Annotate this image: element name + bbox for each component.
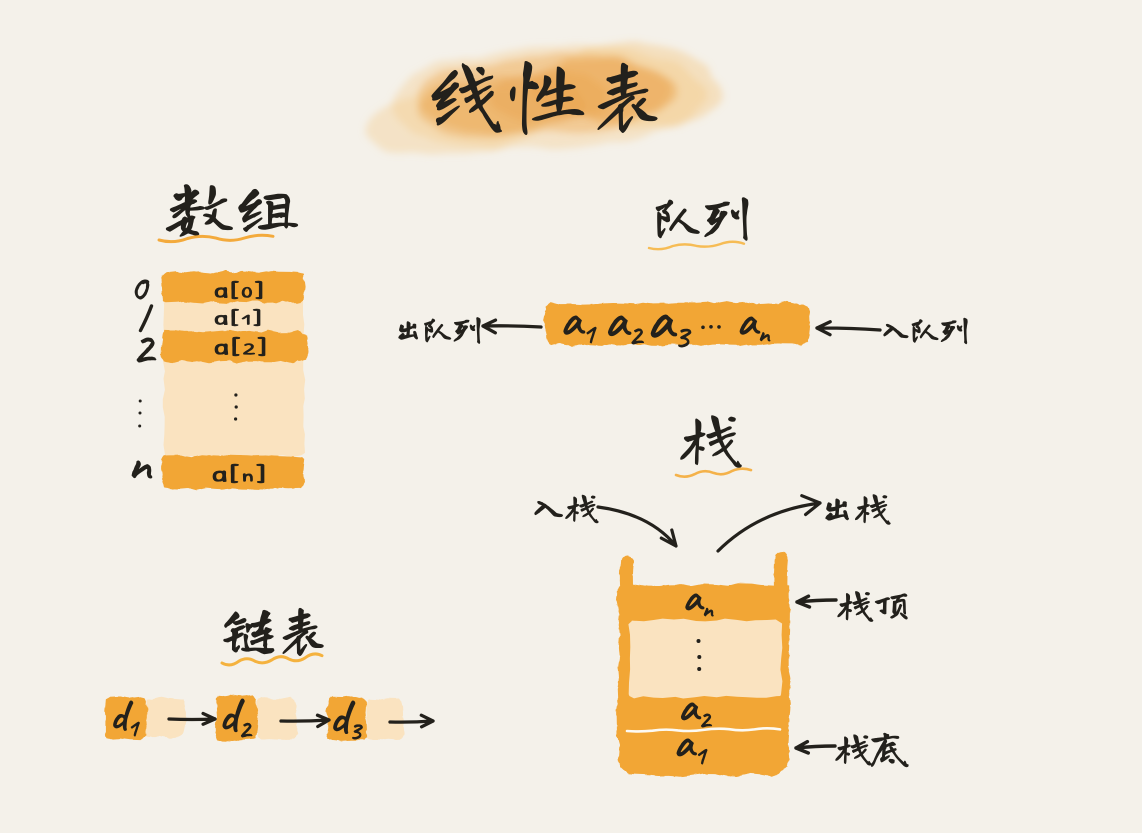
dequeue-arrow [481,318,543,335]
array-index-dots [138,399,142,428]
stack-divider-line [625,727,782,733]
stack-bottom-arrow [794,739,837,755]
list-node-1-pointer [144,696,186,738]
stack-top-arrow [795,594,838,609]
list-label-underline [220,652,324,667]
array-dots [234,393,238,421]
queue-bar [543,301,811,347]
stack-section [534,415,909,777]
stack-inner-light [628,618,783,699]
enqueue-arrow [815,320,882,337]
queue-item-dots [701,325,721,330]
array-row-2 [160,329,309,364]
list-node-3-pointer [364,698,405,741]
list-arrow-3 [388,713,435,729]
push-arrow [596,505,678,548]
array-label-underline [157,233,275,244]
list-section [104,607,435,741]
queue-section [398,197,968,348]
list-arrow-2 [279,713,331,729]
array-index-1 [138,304,154,333]
stack-dots [696,639,702,671]
array-section [131,184,309,491]
pop-arrow [716,494,822,553]
list-node-2-pointer [255,697,298,740]
stack-label-underline [674,467,753,478]
queue-label-underline [647,240,746,251]
list-arrow-1 [167,711,217,726]
